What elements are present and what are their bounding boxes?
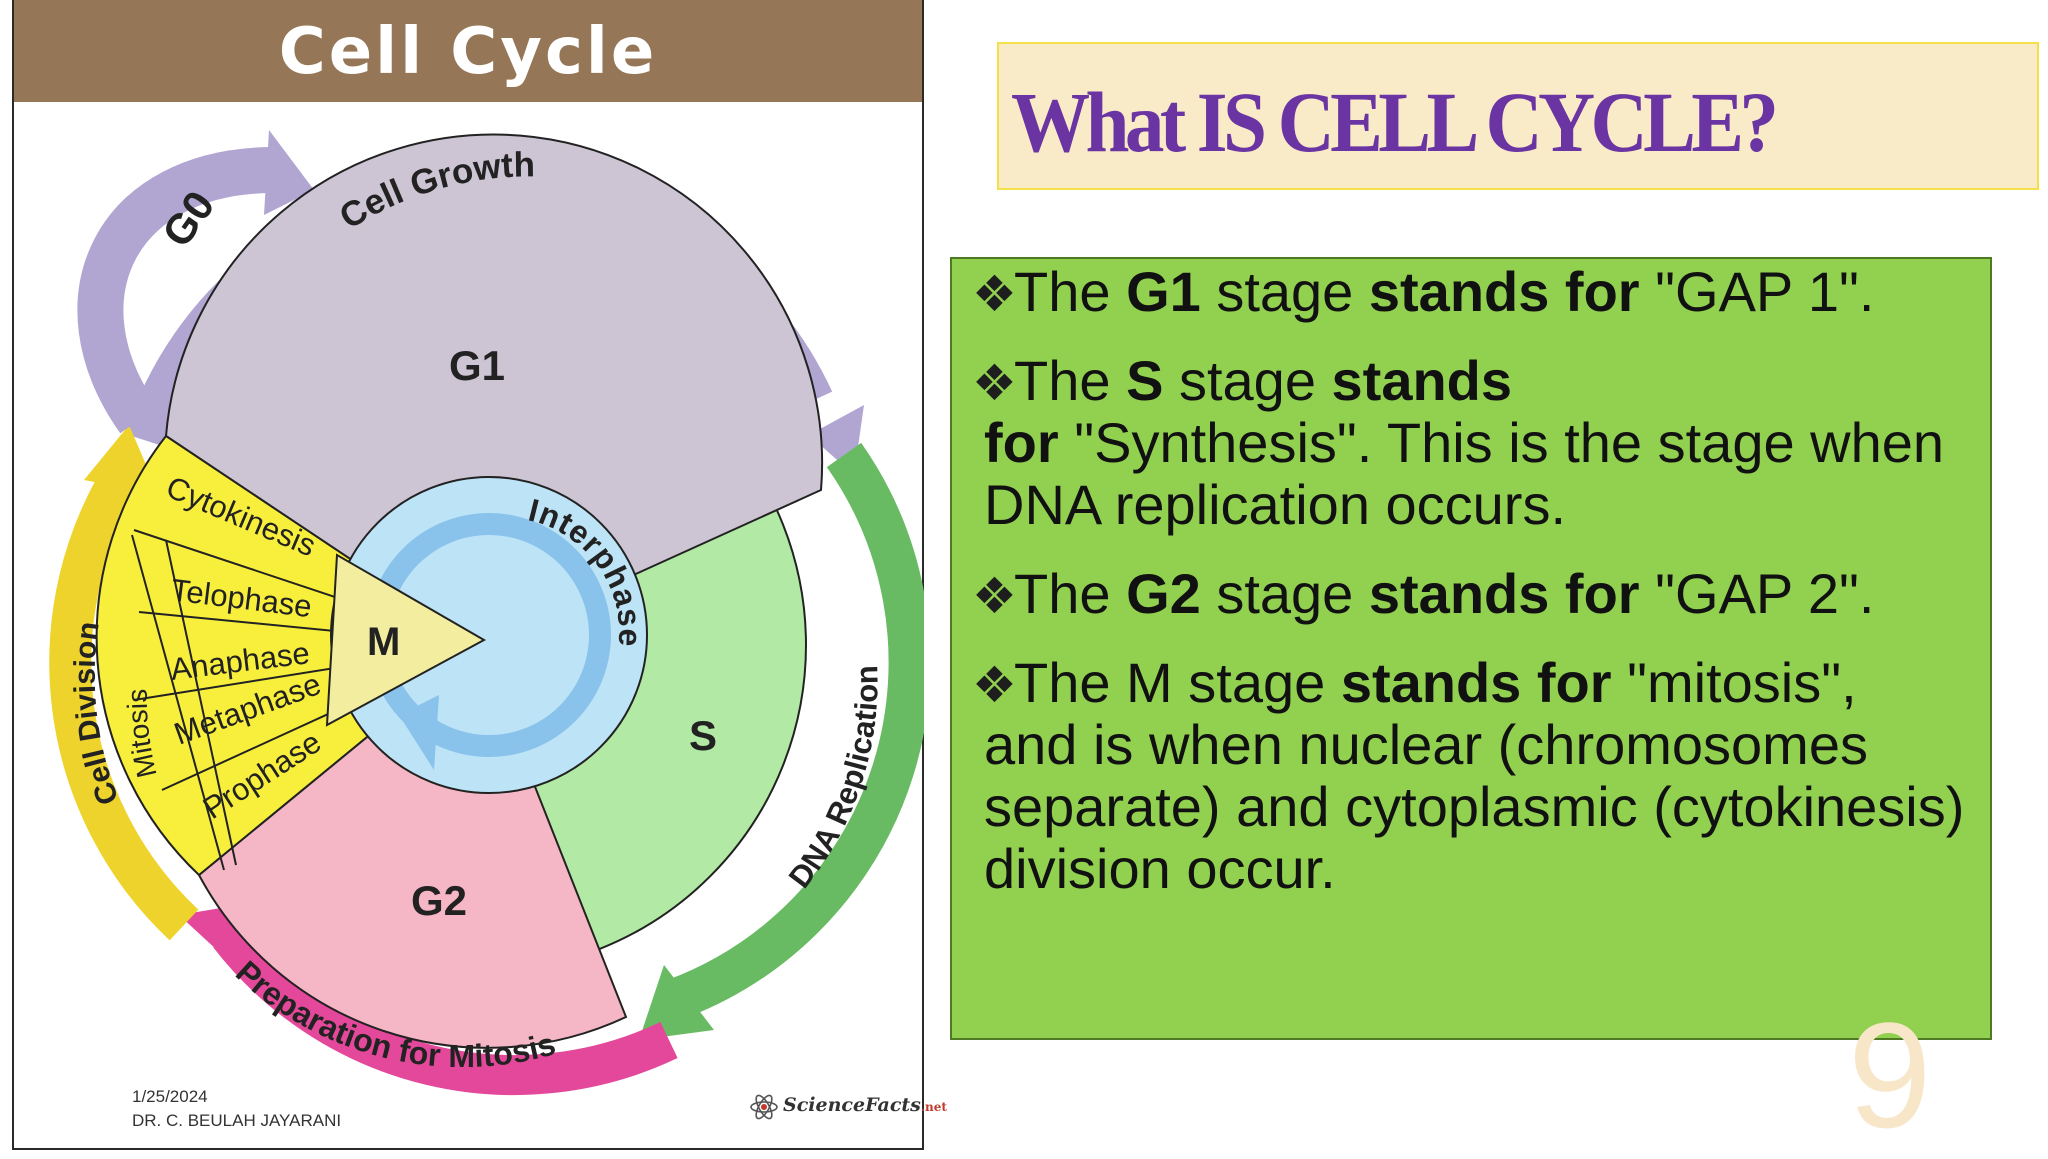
interphase-arrowhead [399,695,439,770]
logo-text: ScienceFacts.net [783,1094,947,1116]
g1-sector [164,133,824,647]
s-label: S [689,712,717,759]
content-box: ❖The G1 stage stands for "GAP 1". ❖The S… [950,257,1992,1040]
mitosis-region [95,434,481,877]
m-sector [325,553,487,727]
cell-cycle-diagram: G0 G1 S G2 M Cytokinesis Telophase Anaph… [49,130,924,1096]
diamond-bullet-icon: ❖ [972,354,1017,412]
preparation-arrowhead [179,905,244,975]
diamond-bullet-icon: ❖ [972,265,1017,323]
g0-arrowhead [264,130,314,215]
g1-label: G1 [449,342,505,389]
bullet-m: ❖The M stage stands for "mitosis", and i… [972,651,1965,900]
figure-title: Cell Cycle [14,0,922,102]
cell-division-arrow [49,458,199,941]
page-number: 9 [1848,991,1932,1159]
dna-replication-arrow [666,442,924,1020]
g0-loop-arrow [77,147,275,434]
preparation-arrow [213,922,678,1096]
atom-icon [750,1094,778,1120]
footer-author: DR. C. BEULAH JAYARANI [132,1111,342,1130]
interphase-core [389,535,589,735]
diamond-bullet-icon: ❖ [972,656,1017,714]
bullet-s: ❖The S stage stands for "Synthesis". Thi… [972,349,1945,536]
bullet-list: ❖The G1 stage stands for "GAP 1". ❖The S… [972,259,1972,900]
slide-title: What IS CELL CYCLE? [1011,74,1779,170]
title-box: What IS CELL CYCLE? [997,42,2039,190]
cell-cycle-figure: Cell Cycle [12,0,947,1150]
bullet-g2: ❖The G2 stage stands for "GAP 2". [972,562,1875,626]
bullet-g1: ❖The G1 stage stands for "GAP 1". [972,260,1875,324]
footer-date: 1/25/2024 [132,1087,208,1106]
dna-replication-arrowhead [639,965,714,1040]
g2-label: G2 [411,877,467,924]
mitosis-inner-arc [165,539,237,866]
g2-sector [197,643,628,1049]
diamond-bullet-icon: ❖ [972,567,1017,625]
m-label: M [367,620,400,664]
mitosis-inner-arc [131,534,225,871]
